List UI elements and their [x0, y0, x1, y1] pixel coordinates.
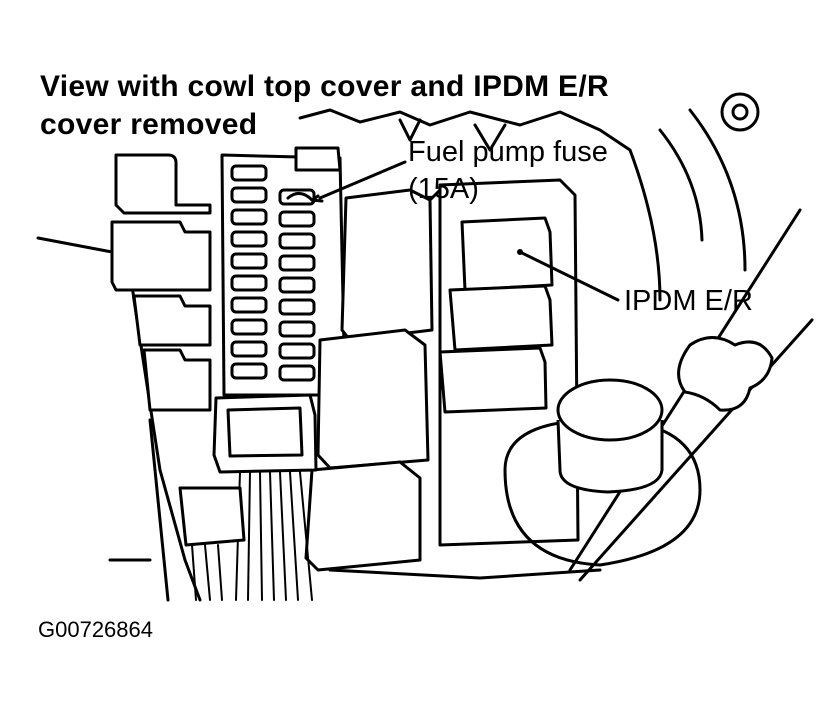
fuse — [230, 362, 268, 380]
left-relay-column — [110, 153, 212, 412]
lower-connector — [212, 393, 318, 474]
figure-id: G00726864 — [38, 617, 153, 642]
fuse — [278, 210, 316, 228]
fuse — [278, 320, 316, 338]
ipdm-relay-column — [428, 178, 580, 547]
ipdm-leader — [518, 250, 620, 302]
fuse — [278, 364, 316, 382]
fuel-pump-fuse-label: Fuel pump fuse — [408, 136, 608, 168]
ipdm-leader-dot — [517, 249, 523, 255]
fuse — [230, 296, 268, 314]
wire-harness — [178, 471, 313, 601]
fuse-block — [220, 146, 347, 397]
fuse — [278, 276, 316, 294]
body-panel — [36, 236, 202, 602]
fuse — [230, 186, 268, 204]
cowl-edge — [298, 108, 632, 152]
ipdm-label: IPDM E/R — [624, 285, 753, 317]
fuse — [230, 318, 268, 336]
fuse — [230, 274, 268, 292]
fuse-puller-clip — [286, 192, 314, 202]
reservoir-cap — [503, 378, 702, 567]
fuel-pump-fuse-leader — [318, 160, 407, 200]
fuse-rating-label: (15A) — [408, 173, 479, 205]
fuse — [278, 342, 316, 360]
fuse — [230, 340, 268, 358]
center-relay-stack — [304, 188, 434, 572]
fuse — [278, 254, 316, 272]
star-knob — [677, 336, 774, 412]
lower-frame — [328, 568, 602, 580]
fuse — [230, 230, 268, 248]
diagram-title-line-1: View with cowl top cover and IPDM E/R — [40, 70, 609, 103]
fuse — [230, 164, 268, 182]
fuse — [278, 298, 316, 316]
fuse — [278, 232, 316, 250]
fuse — [230, 252, 268, 270]
diagram-title-line-2: cover removed — [40, 108, 258, 141]
fuse — [230, 208, 268, 226]
fuel-pump-fuse-arrowhead — [310, 194, 324, 203]
leader-lines — [310, 160, 620, 302]
